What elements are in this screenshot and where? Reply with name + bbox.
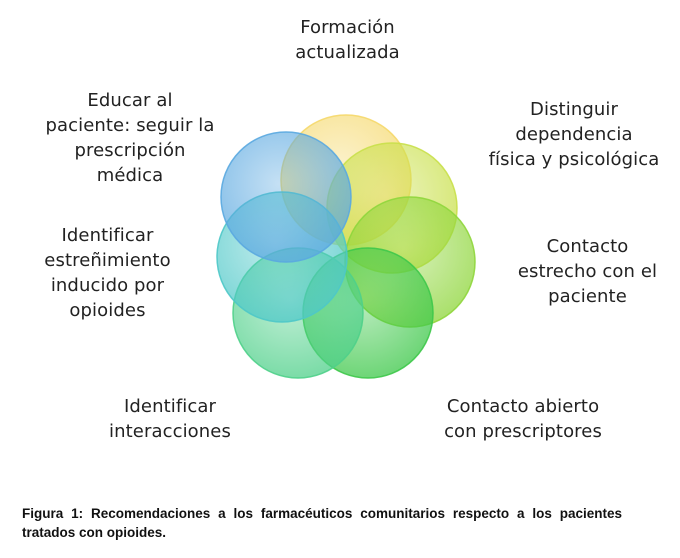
- label-line: Contacto abierto: [446, 396, 600, 417]
- label-line: estreñimiento: [44, 250, 171, 271]
- label-line: Educar al: [87, 90, 173, 111]
- label-line: dependencia: [515, 124, 633, 145]
- label-line: Formación: [300, 17, 395, 38]
- label-line: interacciones: [109, 421, 231, 442]
- label-educar: Educar al paciente: seguir la prescripción…: [30, 88, 230, 188]
- label-formacion: Formación actualizada: [250, 15, 445, 65]
- label-contacto-estrecho: Contacto estrecho con el paciente: [500, 234, 675, 309]
- label-line: estrecho con el: [517, 261, 658, 282]
- label-line: prescripción: [74, 140, 186, 161]
- label-line: física y psicológica: [488, 149, 660, 170]
- label-contacto-abierto: Contacto abierto con prescriptores: [428, 394, 618, 444]
- label-line: paciente: [548, 286, 627, 307]
- label-line: paciente: seguir la: [45, 115, 215, 136]
- label-line: médica: [96, 165, 164, 186]
- label-line: Identificar: [61, 225, 154, 246]
- label-line: opioides: [69, 300, 146, 321]
- label-distinguir: Distinguir dependencia física y psicológic…: [474, 97, 674, 172]
- cycle-circle-7: [220, 131, 352, 263]
- label-identificar-estrenimiento: Identificar estreñimiento inducido por opio…: [20, 223, 195, 323]
- label-line: con prescriptores: [444, 421, 602, 442]
- label-line: Contacto: [546, 236, 629, 257]
- label-line: actualizada: [295, 42, 400, 63]
- figure-caption: Figura 1: Recomendaciones a los farmacéu…: [22, 506, 622, 540]
- label-line: inducido por: [50, 275, 165, 296]
- label-identificar-interacciones: Identificar interacciones: [85, 394, 255, 444]
- label-line: Identificar: [123, 396, 217, 417]
- label-line: Distinguir: [530, 99, 618, 120]
